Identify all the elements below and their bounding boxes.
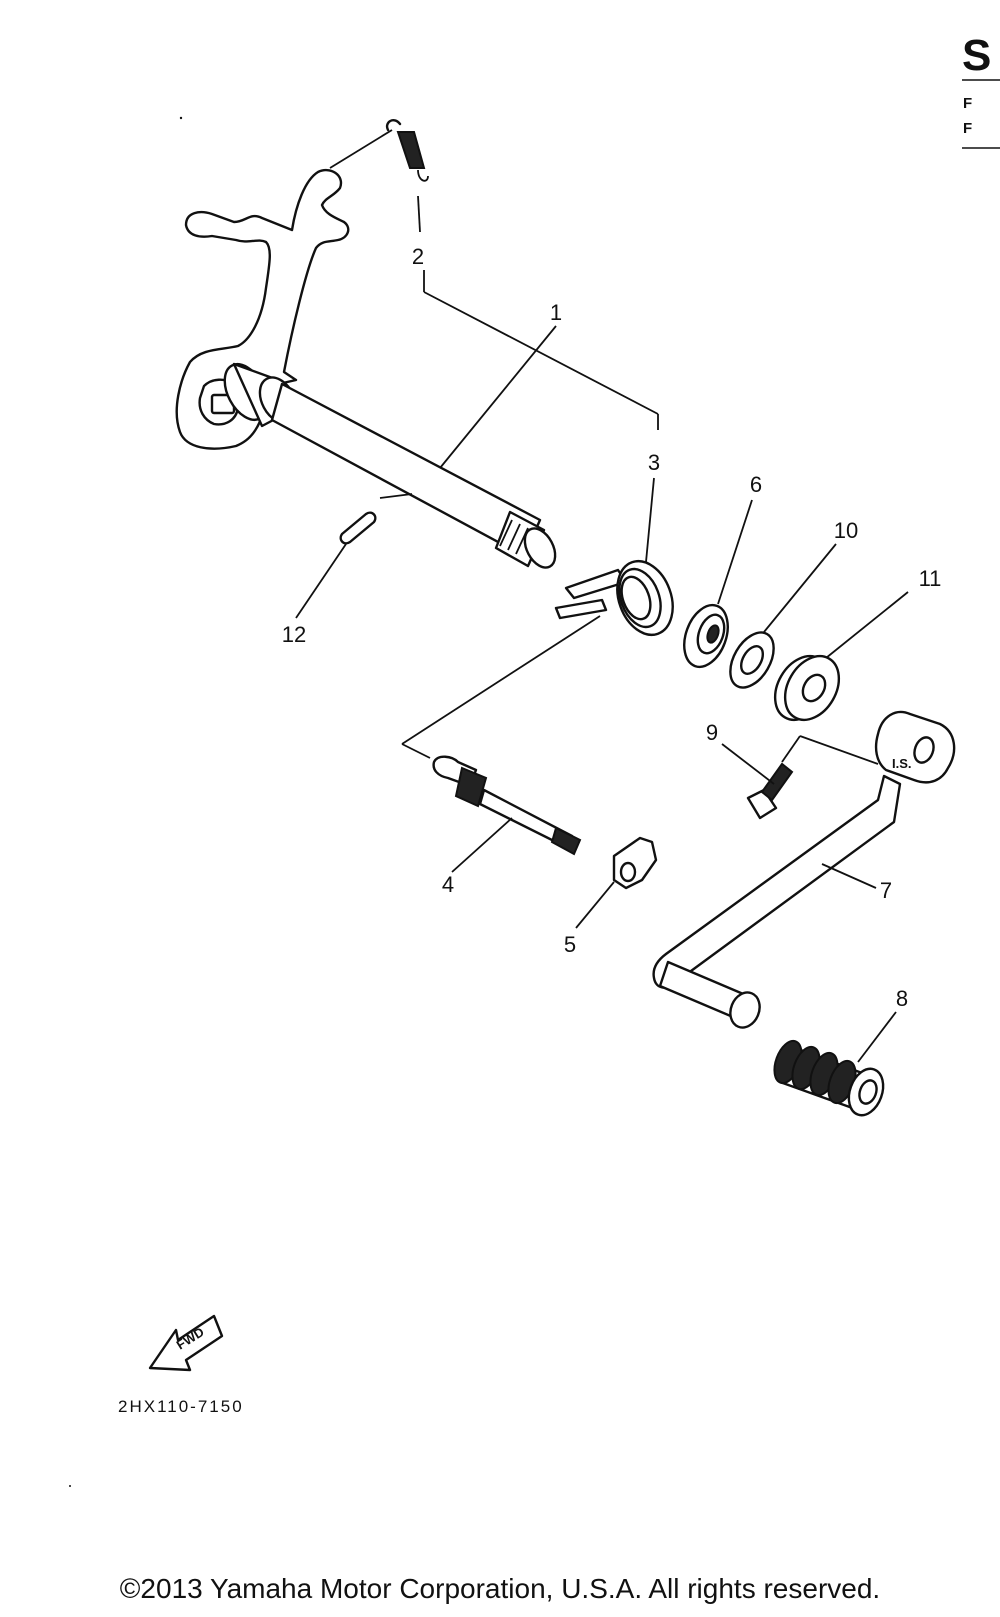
- callout-1: 1: [550, 300, 562, 325]
- shift-pedal-peg-end: [729, 991, 761, 1029]
- callout-4: 4: [442, 872, 454, 897]
- callout-11: 11: [919, 566, 942, 591]
- spring-2: [329, 119, 429, 233]
- header-fragment-big: S: [962, 31, 991, 80]
- leader-3: [645, 477, 655, 563]
- callout-9: 9: [706, 720, 718, 745]
- leader-9-callout: [721, 743, 775, 785]
- pedal-rubber-8: [773, 1039, 885, 1117]
- washer-10: [729, 631, 775, 689]
- callout-6: 6: [750, 472, 762, 497]
- leader-6: [717, 499, 753, 605]
- header-fragment-line1: F: [963, 95, 972, 112]
- callout-3: 3: [648, 450, 660, 475]
- callout-12: 12: [282, 622, 306, 647]
- leader-9: [781, 735, 801, 763]
- bolt-4: [432, 755, 582, 856]
- lock-plate-5: [612, 836, 658, 890]
- callout-10: 10: [834, 518, 858, 543]
- shift-pedal-mark: I.S.: [892, 756, 912, 771]
- torsion-spring-3: [554, 560, 674, 636]
- shaft-end-cap: [523, 527, 557, 569]
- leader-3-to-4: [401, 615, 601, 745]
- callout-labels: 1 2 3 4 5 6 7 8 9 10 11 12: [282, 244, 942, 1011]
- shift-shaft-assembly: [175, 168, 557, 569]
- leader-12: [295, 543, 347, 619]
- leader-5: [575, 881, 615, 929]
- leader-4: [451, 817, 513, 873]
- callout-5: 5: [564, 932, 576, 957]
- bolt-4-thread: [550, 826, 582, 856]
- bolt-9-head: [746, 788, 778, 820]
- leader-10: [763, 543, 837, 633]
- damper-11: [773, 655, 841, 721]
- header-fragment: S F F: [962, 31, 1000, 149]
- fwd-arrow-icon: [148, 1314, 224, 1372]
- callout-8: 8: [896, 986, 908, 1011]
- header-fragment-line2: F: [963, 120, 972, 137]
- dowel-pin-12: [339, 511, 377, 545]
- leader-7: [821, 863, 877, 889]
- bolt-9: [746, 762, 794, 820]
- oil-seal-6: [683, 603, 729, 669]
- shift-pedal-7: I.S.: [652, 710, 956, 1029]
- spring-2-hook-bottom: [417, 169, 429, 182]
- leader-11: [825, 591, 909, 659]
- shift-shaft: [270, 382, 542, 558]
- torsion-spring-lower-arm: [554, 598, 608, 620]
- copyright-notice: ©2013 Yamaha Motor Corporation, U.S.A. A…: [119, 1573, 881, 1604]
- spring-2-hook-top: [385, 119, 402, 132]
- fwd-direction-arrow: FWD: [148, 1314, 224, 1372]
- leader-8: [857, 1011, 897, 1063]
- leader-1: [439, 325, 557, 469]
- bolt-9-thread: [760, 762, 794, 802]
- callout-2: 2: [412, 244, 424, 269]
- callout-7: 7: [880, 878, 892, 903]
- diagram-code: 2HX110-7150: [118, 1397, 244, 1416]
- leader-lines: [295, 270, 909, 1063]
- spring-2-link: [329, 129, 393, 169]
- shift-pedal-hole: [913, 736, 935, 764]
- spring-2-coil: [396, 131, 426, 169]
- bolt-4-hex: [454, 766, 488, 808]
